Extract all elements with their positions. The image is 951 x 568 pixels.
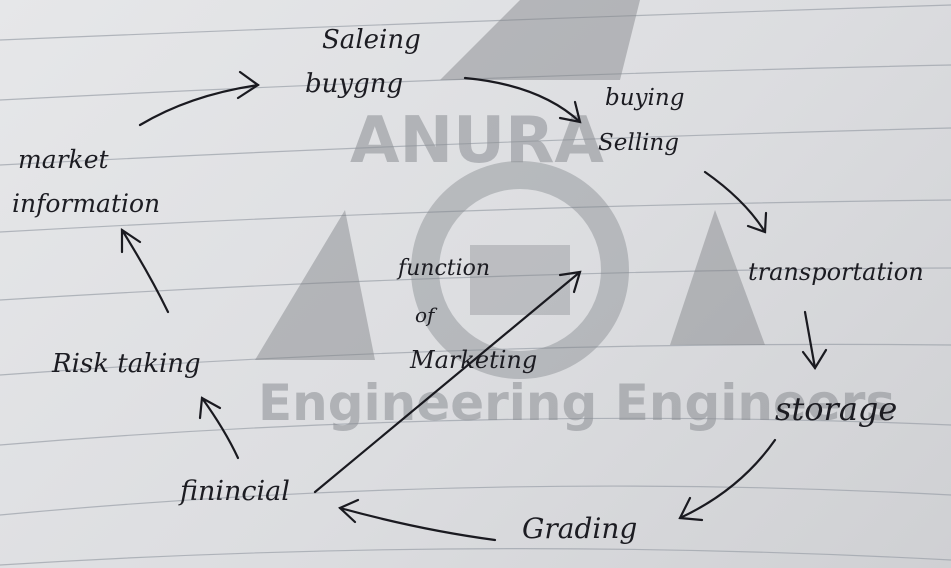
label-selling: Saleing [322,25,421,55]
label-buying: buygng [305,69,403,99]
watermark-brand-bottom: Engineering Engineers [258,374,895,432]
watermark-brand-top: ANURA [350,104,604,178]
arrow-financial-to-center [313,270,582,494]
label-transportation: transportation [748,258,924,286]
label-center-function: function [396,256,490,281]
label-risk-taking: Risk taking [51,349,201,379]
watermark-triangle-top [440,0,640,80]
label-financial: finincial [178,476,290,507]
arrow-buying-to-transportation [703,170,768,234]
label-selling-2: Selling [598,130,679,156]
label-buying-2: buying [605,85,684,111]
ruled-lines [0,4,951,566]
watermark-book-icon [470,245,570,315]
watermark-gear-icon [411,161,629,379]
arrow-selling-to-buying [463,76,582,124]
label-center-of: of [415,303,438,327]
arrow-grading-to-financial [338,498,497,542]
watermark-triangle-left [255,210,375,360]
watermark-triangle-right [670,210,765,345]
arrow-storage-to-grading [678,438,777,522]
label-storage: storage [775,390,897,428]
arrow-market-to-selling [138,70,260,127]
handwritten-labels: Saleing buygng buying Selling transporta… [12,25,924,545]
label-information: information [12,189,160,218]
arrow-risk-to-market [120,227,170,314]
arrow-financial-to-risk [198,396,240,460]
watermark-logo: ANURA Engineering Engineers [255,0,895,432]
flow-arrows [120,70,828,542]
arrow-transportation-to-storage [801,310,828,370]
label-grading: Grading [522,512,637,545]
label-market: market [18,145,110,174]
